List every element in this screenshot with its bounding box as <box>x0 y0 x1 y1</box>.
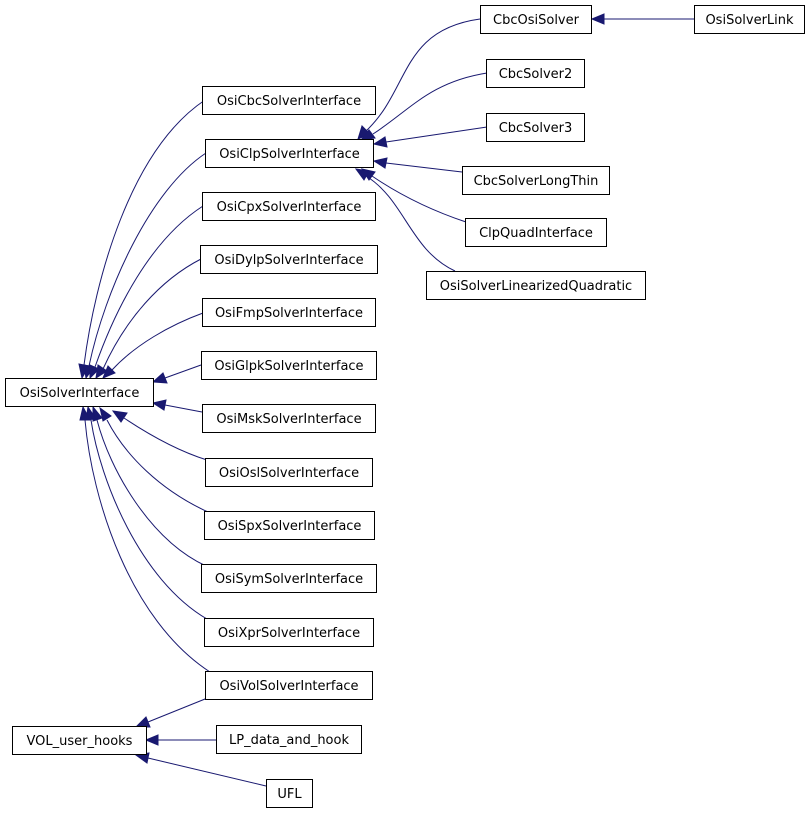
arrowhead-icon <box>590 13 605 25</box>
edge-cbclongthin-osiclp <box>385 162 463 173</box>
node-osicbcsolverinterface[interactable]: OsiCbcSolverInterface <box>202 86 376 115</box>
node-osidylpsolverinterface[interactable]: OsiDylpSolverInterface <box>200 245 378 274</box>
edge-cbcosisolver-osiclp <box>365 18 481 132</box>
edge-osivol-voluserhooks <box>147 696 211 723</box>
edge-osisym-osisolverinterface <box>96 419 207 567</box>
node-label: OsiOslSolverInterface <box>219 466 359 481</box>
node-osicpxsolverinterface[interactable]: OsiCpxSolverInterface <box>202 192 376 221</box>
edge-osiclp-osisolverinterface <box>88 152 207 367</box>
node-cbcosisolver[interactable]: CbcOsiSolver <box>480 5 592 34</box>
node-osioslsolverinterface[interactable]: OsiOslSolverInterface <box>205 458 373 487</box>
node-osisolverinterface[interactable]: OsiSolverInterface <box>5 378 154 407</box>
nodes: CbcOsiSolver OsiSolverLink OsiCbcSolverI… <box>5 5 805 808</box>
node-label: OsiSolverLinearizedQuadratic <box>440 279 632 294</box>
arrowhead-icon <box>144 734 159 746</box>
node-osixprsolverinterface[interactable]: OsiXprSolverInterface <box>204 618 374 647</box>
edge-clpquad-osiclp <box>371 175 467 223</box>
arrowhead-icon <box>151 399 167 411</box>
node-label: OsiXprSolverInterface <box>218 626 360 641</box>
node-label: OsiMskSolverInterface <box>216 412 361 427</box>
arrowhead-icon <box>102 365 116 379</box>
node-label: OsiFmpSolverInterface <box>215 306 363 321</box>
node-label: OsiSymSolverInterface <box>215 572 363 587</box>
node-cbcsolver2[interactable]: CbcSolver2 <box>486 59 585 88</box>
arrowhead-icon <box>79 405 91 421</box>
edge-osimsk-osisolverinterface <box>164 404 203 413</box>
edge-osixpr-osisolverinterface <box>90 419 208 620</box>
edge-osicpx-osisolverinterface <box>94 205 204 368</box>
node-osisolverlink[interactable]: OsiSolverLink <box>694 5 805 34</box>
edge-cbcsolver2-osiclp <box>372 72 488 135</box>
node-label: CbcSolver3 <box>499 121 573 136</box>
edge-osivol-osisolverinterface <box>84 419 211 673</box>
node-cbcsolver3[interactable]: CbcSolver3 <box>486 113 585 142</box>
node-label: OsiCpxSolverInterface <box>217 200 362 215</box>
node-label: OsiClpSolverInterface <box>219 147 360 162</box>
node-clpquadinterface[interactable]: ClpQuadInterface <box>465 218 607 247</box>
node-label: OsiDylpSolverInterface <box>214 253 363 268</box>
node-label: CbcSolverLongThin <box>474 174 599 189</box>
node-osisolverlinearizedquadratic[interactable]: OsiSolverLinearizedQuadratic <box>426 271 646 300</box>
arrowhead-icon <box>99 406 112 422</box>
edge-osiosl-osisolverinterface <box>123 417 208 461</box>
node-label: LP_data_and_hook <box>229 733 349 748</box>
node-osivolsolverinterface[interactable]: OsiVolSolverInterface <box>205 671 373 700</box>
node-label: OsiCbcSolverInterface <box>217 94 361 109</box>
node-label: OsiSolverLink <box>705 13 794 28</box>
edge-osifmp-osisolverinterface <box>111 312 204 371</box>
edge-cbcsolver3-osiclp <box>385 126 488 143</box>
arrowhead-icon <box>372 136 388 148</box>
edge-osilinquad-osiclp <box>365 175 456 272</box>
node-label: OsiVolSolverInterface <box>219 679 358 694</box>
node-label: VOL_user_hooks <box>27 734 133 749</box>
node-label: CbcSolver2 <box>499 67 573 82</box>
arrowhead-icon <box>151 372 168 384</box>
edge-osidylp-osisolverinterface <box>102 258 202 370</box>
node-ufl[interactable]: UFL <box>266 779 313 808</box>
node-osiglpksolverinterface[interactable]: OsiGlpkSolverInterface <box>201 351 377 380</box>
node-cbcsolverlongthin[interactable]: CbcSolverLongThin <box>462 166 610 195</box>
node-osisymsolverinterface[interactable]: OsiSymSolverInterface <box>201 564 377 593</box>
node-label: OsiSolverInterface <box>20 386 140 401</box>
edge-osicbc-osisolverinterface <box>83 99 206 366</box>
node-lpdataandhook[interactable]: LP_data_and_hook <box>216 725 362 754</box>
edge-ufl-voluserhooks <box>147 757 267 787</box>
node-voluserhooks[interactable]: VOL_user_hooks <box>12 726 147 755</box>
node-label: OsiSpxSolverInterface <box>218 519 362 534</box>
node-osifmpsolverinterface[interactable]: OsiFmpSolverInterface <box>202 298 376 327</box>
node-osiclpsolverinterface[interactable]: OsiClpSolverInterface <box>205 139 374 168</box>
edges <box>78 13 695 787</box>
arrowhead-icon <box>95 364 108 380</box>
arrowhead-icon <box>372 157 388 169</box>
node-label: ClpQuadInterface <box>479 226 593 241</box>
node-osimsksolverinterface[interactable]: OsiMskSolverInterface <box>202 404 376 433</box>
node-label: CbcOsiSolver <box>493 13 580 28</box>
node-osispxsolverinterface[interactable]: OsiSpxSolverInterface <box>204 511 375 540</box>
edge-osispx-osisolverinterface <box>106 419 209 513</box>
arrowhead-icon <box>89 364 100 380</box>
arrowhead-icon <box>111 410 128 423</box>
arrowhead-icon <box>354 168 370 181</box>
arrowhead-icon <box>134 716 151 728</box>
node-label: OsiGlpkSolverInterface <box>214 359 363 374</box>
edge-osiglpk-osisolverinterface <box>164 364 202 379</box>
node-label: UFL <box>277 787 302 802</box>
